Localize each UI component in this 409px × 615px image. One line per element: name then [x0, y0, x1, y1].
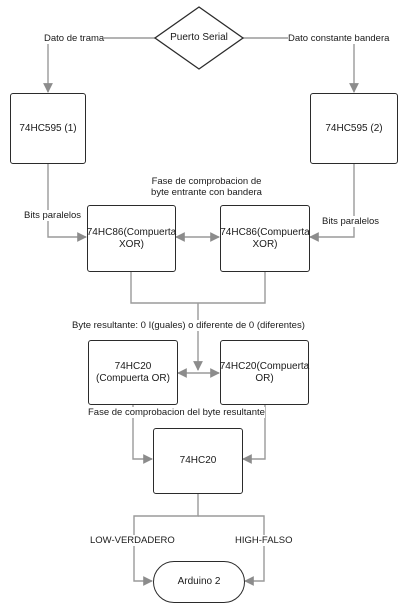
and-gate-label: 74HC20 — [179, 455, 217, 466]
connector-serial-to-sr1 — [43, 37, 155, 93]
high-falso-label: HIGH-FALSO — [235, 535, 293, 546]
shift-register-1-node: 74HC595 (1) — [10, 93, 86, 164]
xor-gate-2-label: 74HC86(Compuerta XOR) — [220, 226, 310, 250]
arduino-label: Arduino 2 — [177, 576, 221, 587]
connector-serial-to-sr2 — [243, 37, 359, 93]
fase-2-caption: Fase de comprobacion del byte resultante — [88, 407, 265, 418]
connector-or2-to-and — [242, 405, 266, 464]
xor-gate-2-node: 74HC86(Compuerta XOR) — [220, 205, 310, 272]
low-verdadero-label: LOW-VERDADERO — [90, 535, 175, 546]
or-gate-1-node: 74HC20 (Compuerta OR) — [88, 340, 178, 405]
or-gate-2-label: 74HC20(Compuerta OR) — [219, 360, 310, 384]
shift-register-1-label: 74HC595 (1) — [19, 122, 77, 134]
xor-gate-1-label: 74HC86(Compuerta XOR) — [86, 226, 177, 250]
connector-or1-to-and — [132, 405, 153, 464]
shift-register-2-node: 74HC595 (2) — [310, 93, 398, 164]
connector-sr2-to-xor2 — [309, 164, 355, 242]
fase-1-caption-line-2: byte entrante con bandera — [151, 187, 262, 198]
connector-and-to-arduino-high — [198, 515, 265, 586]
xor-gate-1-node: 74HC86(Compuerta XOR) — [87, 205, 176, 272]
fase-1-caption-line-1: Fase de comprobacion de — [151, 176, 262, 187]
serial-diamond-shape — [153, 6, 245, 70]
or-gate-1-label: 74HC20 (Compuerta OR) — [96, 360, 170, 384]
bits-paralelos-left-label: Bits paralelos — [24, 210, 82, 221]
or-gate-2-node: 74HC20(Compuerta OR) — [220, 340, 309, 405]
shift-register-2-label: 74HC595 (2) — [325, 122, 383, 134]
bits-paralelos-right-label: Bits paralelos — [322, 216, 380, 227]
connector-xor-merge — [130, 272, 266, 304]
dato-bandera-label: Dato constante bandera — [288, 33, 390, 44]
connector-and-to-arduino-low — [133, 494, 199, 586]
byte-resultante-label: Byte resultante: 0 I(guales) o diferente… — [72, 320, 305, 331]
fase-1-caption: Fase de comprobacion de byte entrante co… — [144, 176, 269, 198]
dato-trama-label: Dato de trama — [44, 33, 105, 44]
arduino-node: Arduino 2 — [153, 561, 245, 603]
and-gate-node: 74HC20 — [153, 428, 243, 494]
serial-port-node: Puerto Serial — [170, 32, 228, 43]
connector-sr1-to-xor1 — [47, 164, 87, 242]
